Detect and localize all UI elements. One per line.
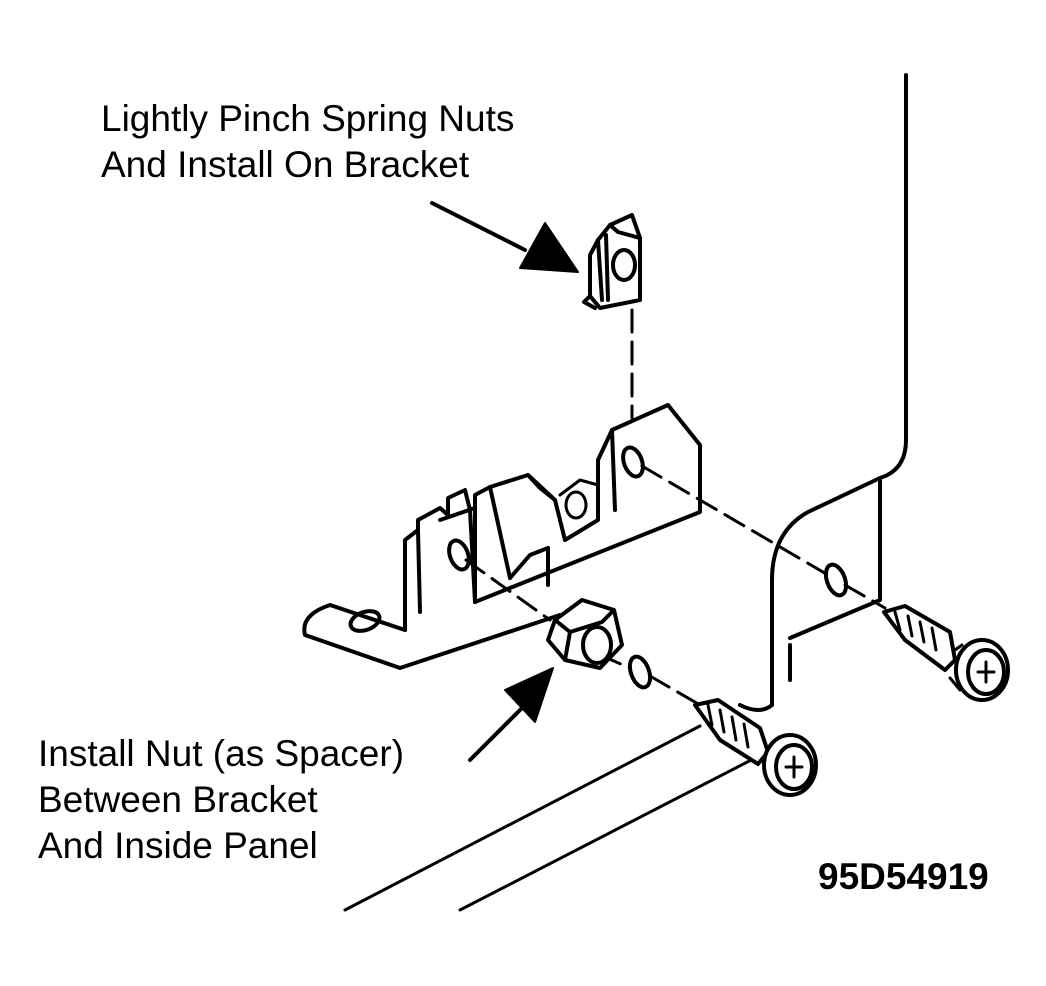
floor-sill-lines bbox=[343, 724, 792, 912]
screw-right bbox=[882, 604, 1010, 702]
bracket-right-hole bbox=[621, 445, 645, 479]
screw-left bbox=[693, 698, 818, 797]
panel-hole-right bbox=[823, 562, 849, 598]
hex-nut bbox=[546, 598, 624, 670]
callout-nut-spacer-line2: Between Bracket bbox=[38, 779, 318, 820]
hex-nut-hole bbox=[581, 625, 613, 665]
inside-panel bbox=[627, 73, 908, 712]
callout-spring-nut: Lightly Pinch Spring Nuts And Install On… bbox=[101, 96, 514, 188]
bracket-base-hole bbox=[348, 609, 382, 633]
callout-nut-spacer-line3: And Inside Panel bbox=[38, 825, 318, 866]
callout-spring-nut-line2: And Install On Bracket bbox=[101, 144, 470, 185]
arrow-to-spring-nut bbox=[430, 201, 579, 273]
callout-spring-nut-line1: Lightly Pinch Spring Nuts bbox=[101, 98, 515, 139]
figure-id: 95D54919 bbox=[818, 856, 989, 897]
spring-nut bbox=[582, 213, 642, 310]
panel-hole-left bbox=[627, 654, 653, 690]
callout-nut-spacer-line1: Install Nut (as Spacer) bbox=[38, 733, 405, 774]
bracket bbox=[302, 403, 702, 670]
arrow-to-hex-nut bbox=[468, 667, 554, 762]
bracket-center-hole bbox=[564, 490, 588, 520]
bracket-left-hole bbox=[447, 538, 471, 572]
spring-nut-hole bbox=[611, 248, 637, 282]
callout-nut-spacer: Install Nut (as Spacer) Between Bracket … bbox=[38, 731, 404, 869]
